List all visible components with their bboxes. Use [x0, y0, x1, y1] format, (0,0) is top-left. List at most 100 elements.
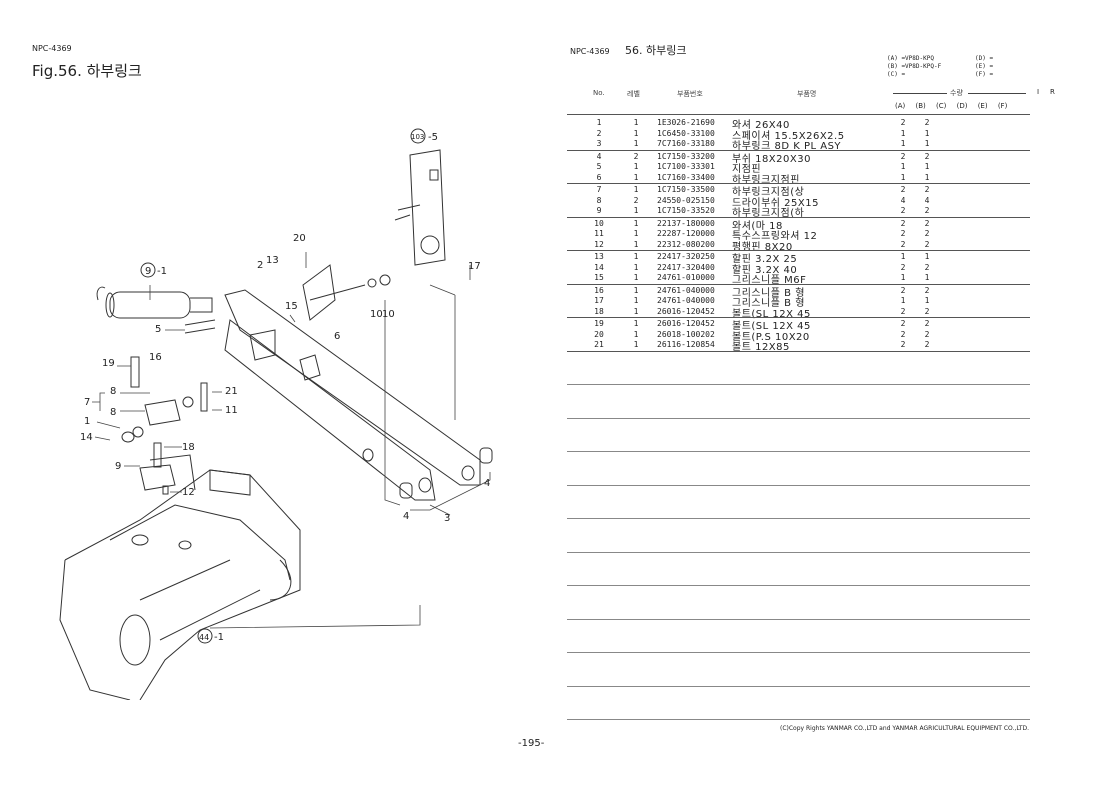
col-part-name: 부품명: [797, 90, 817, 98]
row-part-number: 1E3026-21690: [657, 118, 715, 127]
callout-2: 2: [257, 260, 263, 271]
row-qty-a: 2: [900, 118, 906, 127]
row-level: 1: [633, 252, 639, 261]
row-number: 4: [596, 151, 602, 161]
row-part-name: 할핀 3.2X 25: [732, 254, 798, 265]
row-group-rule: [567, 350, 1030, 352]
row-part-number: 22312-080200: [657, 239, 715, 249]
row-part-name: 와셔 26X40: [732, 120, 790, 131]
callout-17: 17: [468, 261, 481, 272]
row-part-name: 와셔(마 18: [732, 220, 783, 232]
row-part-number: 1C7100-33301: [657, 162, 715, 171]
callout-13: 13: [266, 255, 279, 266]
model-b: (B) =VP8D-KPQ-F: [887, 63, 942, 70]
row-part-number: 22417-320400: [657, 262, 715, 272]
left-doc-code: NPC-4369: [32, 44, 72, 53]
callout-9: 9: [115, 461, 121, 472]
row-part-number: 24761-010000: [657, 273, 715, 282]
row-qty-a: 4: [900, 195, 906, 205]
row-qty-a: 2: [900, 262, 906, 272]
row-group-rule: [567, 518, 1030, 519]
callout-16: 16: [149, 352, 162, 363]
row-part-name: 볼트(SL 12X 45: [732, 321, 811, 332]
row-part-name: 볼트(P.S 10X20: [732, 331, 810, 343]
row-number: 18: [594, 306, 604, 316]
qty-col-d: (D): [956, 102, 968, 110]
callout-10b: 10: [382, 309, 395, 320]
row-qty-a: 2: [900, 185, 906, 194]
row-number: 2: [596, 128, 602, 138]
row-qty-a: 2: [900, 340, 906, 349]
callout-5: 5: [155, 324, 161, 335]
row-level: 1: [633, 306, 639, 316]
row-level: 1: [633, 162, 639, 171]
row-qty-b: 4: [924, 195, 930, 205]
row-part-number: 7C7160-33180: [657, 139, 715, 148]
callout-3: 3: [444, 513, 450, 524]
row-group-rule: [567, 283, 1030, 285]
row-level: 1: [633, 185, 639, 194]
row-level: 1: [633, 340, 639, 349]
row-qty-a: 2: [900, 151, 906, 161]
row-qty-b: 2: [924, 206, 930, 215]
row-number: 7: [596, 185, 602, 194]
bracket-drawing: [394, 149, 446, 266]
qty-col-e: (E): [977, 102, 988, 110]
row-level: 1: [633, 206, 639, 215]
right-doc-code: NPC-4369: [570, 47, 610, 56]
row-level: 1: [633, 262, 639, 272]
row-group-rule: [567, 484, 1030, 486]
row-qty-b: 2: [924, 239, 930, 249]
row-qty-b: 2: [924, 340, 930, 349]
row-qty-a: 2: [900, 229, 906, 238]
row-qty-b: 1: [924, 252, 930, 261]
model-c: (C) =: [887, 71, 906, 78]
row-number: 9: [596, 206, 602, 215]
row-qty-a: 2: [900, 239, 906, 249]
row-group-rule: [567, 384, 1030, 385]
row-part-number: 24761-040000: [657, 285, 715, 295]
row-level: 1: [633, 139, 639, 148]
row-qty-b: 1: [924, 128, 930, 138]
small-parts-drawing: [121, 319, 216, 495]
model-e: (E) =: [975, 63, 994, 70]
page-number: -195-: [518, 738, 545, 749]
row-number: 3: [596, 139, 602, 148]
callout-18: 18: [182, 442, 195, 453]
row-part-name: 특수스프링와셔 12: [732, 231, 818, 242]
row-level: 2: [633, 195, 639, 205]
row-part-name: 부쉬 18X20X30: [732, 153, 811, 165]
row-part-number: 22417-320250: [657, 252, 715, 261]
row-level: 1: [633, 172, 639, 182]
copyright: (C)Copy Rights YANMAR CO.,LTD and YANMAR…: [780, 725, 1030, 732]
col-qty: 수량: [950, 89, 963, 97]
pivot-plate-drawing: [302, 264, 391, 321]
row-part-number: 22137-180000: [657, 218, 715, 228]
qty-rule-right: [968, 93, 1026, 94]
callout-44-suffix: -1: [214, 632, 224, 643]
callout-circle-9: [140, 262, 156, 278]
row-group-rule: [567, 551, 1030, 553]
row-number: 21: [594, 340, 604, 349]
model-a: (A) =VP8D-KPQ: [887, 55, 934, 62]
row-part-name: 할핀 3.2X 40: [732, 264, 798, 276]
qty-col-f: (F): [997, 102, 1008, 110]
qty-col-a: (A): [895, 102, 906, 110]
transmission-housing-drawing: [59, 454, 301, 700]
row-qty-b: 2: [924, 262, 930, 272]
callout-4a: 4: [484, 478, 490, 489]
row-qty-a: 2: [900, 206, 906, 215]
callout-1: 1: [84, 416, 90, 427]
row-part-number: 1C7160-33400: [657, 172, 715, 182]
row-part-number: 1C7150-33200: [657, 151, 715, 161]
lower-link-drawing: [224, 289, 493, 501]
row-part-name: 볼트 12X85: [732, 342, 790, 353]
row-part-name: 스페이셔 15.5X26X2.5: [732, 130, 845, 142]
row-number: 19: [594, 319, 604, 328]
model-legend-2: (D) = (E) = (F) =: [975, 55, 993, 79]
